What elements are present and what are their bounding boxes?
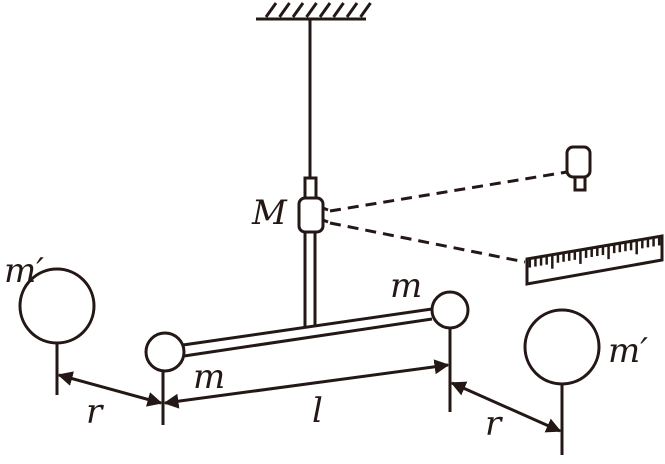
small-ball-right	[430, 290, 470, 330]
mirror-tick	[322, 206, 329, 212]
hatch-mark	[359, 2, 372, 18]
vertical-rod	[303, 232, 317, 327]
label-rod-length: l	[312, 391, 323, 431]
label-distance-left: r	[86, 392, 104, 432]
hatch-mark	[318, 2, 332, 18]
label-small-mass-left: m	[193, 357, 225, 397]
mirror	[297, 196, 325, 234]
big-ball-right	[523, 308, 601, 386]
small-ball-left	[144, 331, 186, 373]
scale-ruler	[525, 234, 664, 286]
label-small-mass-right: m	[390, 266, 422, 306]
mirror-tick	[322, 218, 329, 224]
reference-lines	[55, 328, 564, 455]
ceiling-support	[256, 2, 372, 21]
label-mirror-mass: M	[251, 193, 288, 233]
hatch-mark	[345, 2, 359, 18]
telescope-icon	[565, 145, 592, 192]
light-paths	[329, 170, 568, 264]
label-big-mass-right: m′	[608, 331, 648, 371]
hatch-mark	[264, 2, 278, 18]
hatch-mark	[305, 2, 318, 18]
label-big-mass-left: m′	[4, 251, 44, 291]
hatch-mark	[332, 2, 345, 18]
beam	[182, 307, 433, 358]
hatch-mark	[278, 2, 291, 18]
dimension-arrows	[57, 359, 562, 433]
hatch-mark	[291, 2, 305, 18]
fiber-clamp	[303, 176, 318, 200]
label-distance-right: r	[485, 404, 503, 444]
